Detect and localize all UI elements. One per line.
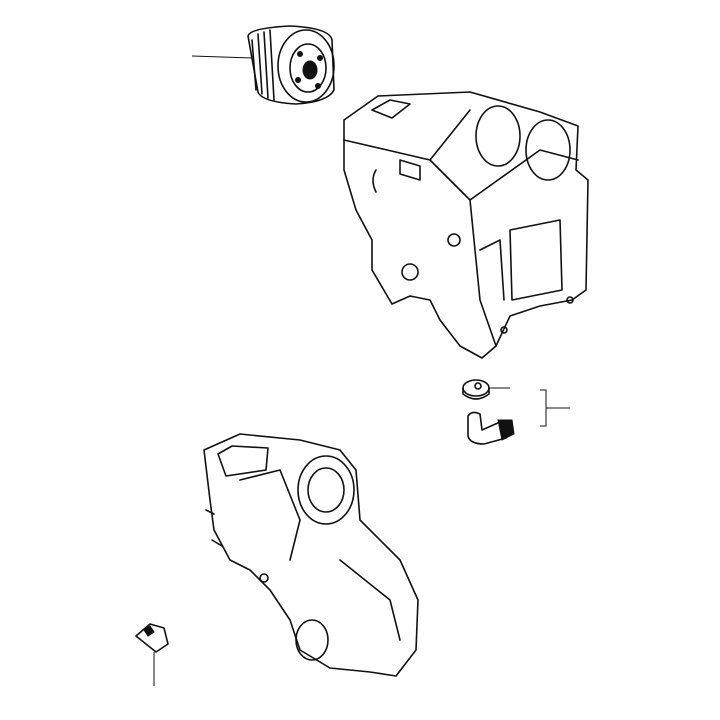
engine-block: [343, 91, 589, 359]
leader-line: [191, 55, 253, 59]
timing-cover: [203, 433, 419, 677]
washer: [462, 379, 510, 400]
bracket: [540, 389, 570, 427]
oil-filter: [191, 25, 335, 105]
elbow-fitting: [467, 411, 515, 445]
oil-pressure-switch: [135, 623, 169, 686]
